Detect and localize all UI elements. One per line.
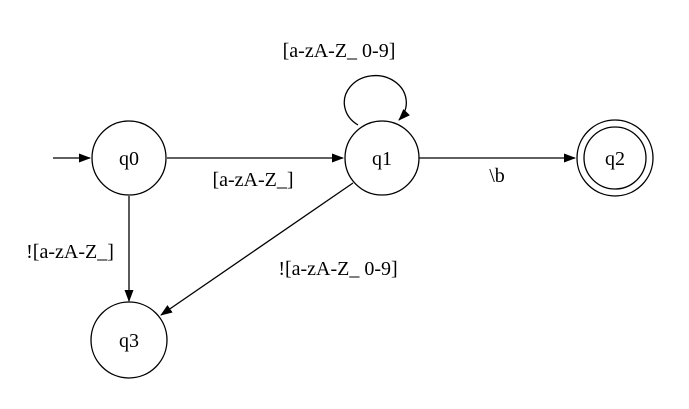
state-q2-label: q2: [605, 148, 625, 170]
state-q2-inner-circle: [583, 126, 647, 190]
state-q1-label: q1: [372, 148, 392, 170]
state-q3: q3: [90, 301, 168, 379]
edge-q0-q3-label: ![a-zA-Z_]: [26, 241, 114, 263]
state-q1: q1: [344, 120, 420, 196]
edge-q1-q2-label: \b: [489, 165, 505, 187]
state-q1-circle: [344, 120, 420, 196]
state-q0-circle: [91, 120, 167, 196]
edge-q1-self-loop: [343, 75, 410, 126]
state-q3-circle: [90, 301, 168, 379]
edge-q1-q3-label: ![a-zA-Z_ 0-9]: [278, 258, 397, 280]
state-q2: q2: [576, 119, 654, 197]
state-q0: q0: [91, 120, 167, 196]
edge-q0-q1-label: [a-zA-Z_]: [212, 169, 293, 191]
edge-q1-self-loop-label: [a-zA-Z_ 0-9]: [283, 40, 396, 62]
state-q3-label: q3: [119, 330, 139, 352]
edge-q1-q3: [160, 182, 354, 316]
state-q0-label: q0: [119, 148, 139, 170]
